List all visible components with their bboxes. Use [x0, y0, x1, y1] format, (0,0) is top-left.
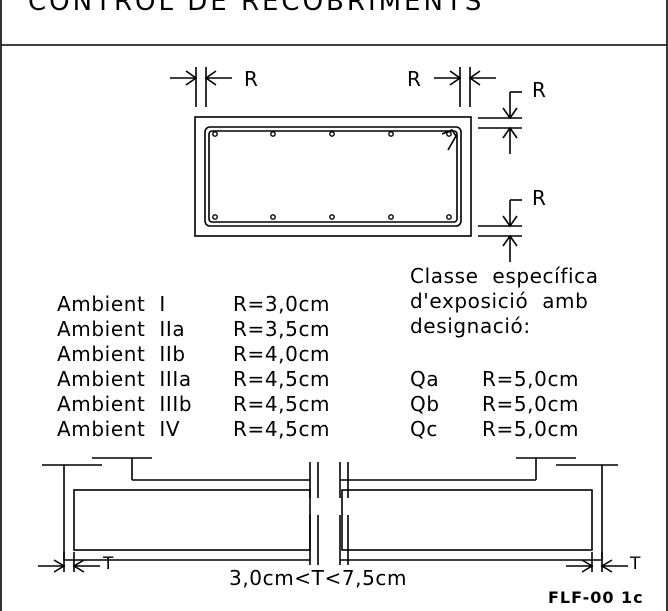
stirrup-hook [441, 129, 457, 151]
drawing-code: FLF-00 1c [548, 588, 644, 607]
specific-class-heading: designació: [410, 314, 531, 338]
stirrup-inner [208, 130, 458, 223]
ambient-name: Ambient IIa [57, 317, 186, 341]
specific-class-name: Qa [410, 367, 440, 391]
dim-r-bottom [478, 199, 522, 262]
dim-label-r-top: R [532, 78, 547, 102]
dim-label-t-right: T [630, 554, 641, 574]
drawing-title: CONTROL DE RECOBRIMENTS [28, 0, 485, 17]
slab-right [339, 457, 618, 565]
specific-class-value: R=5,0cm [482, 417, 580, 441]
dim-label-t-left: T [103, 554, 114, 574]
ambient-name: Ambient IIb [57, 342, 186, 366]
ambient-value: R=3,5cm [233, 317, 331, 341]
ambient-value: R=3,0cm [233, 292, 331, 316]
dim-label-r-left: R [244, 67, 259, 91]
ambient-value: R=4,0cm [233, 342, 331, 366]
dim-label-r-bottom: R [532, 186, 547, 210]
ambient-value: R=4,5cm [233, 392, 331, 416]
specific-class-heading: d'exposició amb [410, 289, 589, 313]
ambient-value: R=4,5cm [233, 367, 331, 391]
slab-left [42, 457, 319, 565]
dim-r-top [478, 91, 522, 154]
specific-class-value: R=5,0cm [482, 392, 580, 416]
dim-r-right [434, 67, 496, 107]
ambient-name: Ambient IIIa [57, 367, 192, 391]
specific-class-heading: Classe específica [410, 264, 599, 288]
rebar-dots [212, 131, 452, 220]
specific-class-name: Qc [410, 417, 438, 441]
ambient-name: Ambient I [57, 292, 166, 316]
specific-class-name: Qb [410, 392, 440, 416]
dim-label-r-right: R [407, 67, 422, 91]
dim-t-right [566, 552, 628, 573]
ambient-value: R=4,5cm [233, 417, 331, 441]
beam-outline [194, 116, 472, 237]
beam-section [194, 116, 472, 237]
dim-t-left [38, 552, 100, 573]
ambient-name: Ambient IV [57, 417, 181, 441]
stirrup-outer [204, 126, 462, 227]
dim-r-left [170, 67, 232, 107]
slab-thickness-range: 3,0cm<T<7,5cm [229, 566, 408, 590]
ambient-name: Ambient IIIb [57, 392, 193, 416]
specific-class-value: R=5,0cm [482, 367, 580, 391]
